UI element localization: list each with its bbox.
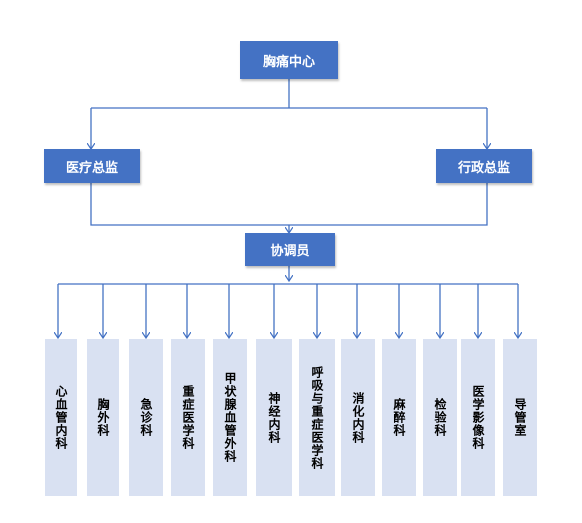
coordinator-label: 协调员 bbox=[270, 244, 310, 259]
department-box: 麻醉科 bbox=[382, 339, 416, 496]
medical-director-box: 医疗总监 bbox=[44, 149, 140, 183]
department-box: 神经内科 bbox=[256, 339, 292, 496]
department-box: 消化内科 bbox=[341, 339, 375, 496]
chest-pain-center-label: 胸痛中心 bbox=[262, 54, 315, 70]
department-box: 检验科 bbox=[423, 339, 457, 496]
department-label: 医学影像科 bbox=[471, 385, 485, 450]
administrative-director-box: 行政总监 bbox=[436, 149, 532, 183]
department-label: 心血管内科 bbox=[54, 385, 68, 450]
department-label: 麻醉科 bbox=[392, 398, 406, 437]
connector-directors-join bbox=[90, 183, 488, 226]
department-box: 甲状腺血管外科 bbox=[213, 339, 247, 496]
department-box: 导管室 bbox=[503, 339, 537, 496]
medical-director-label: 医疗总监 bbox=[65, 160, 118, 176]
administrative-director-label: 行政总监 bbox=[457, 160, 510, 176]
department-box: 医学影像科 bbox=[461, 339, 495, 496]
department-label: 导管室 bbox=[513, 398, 527, 437]
chest-pain-center-box: 胸痛中心 bbox=[240, 41, 338, 79]
department-box: 胸外科 bbox=[87, 339, 119, 496]
department-label: 检验科 bbox=[433, 398, 447, 437]
department-label: 神经内科 bbox=[267, 391, 281, 444]
department-label: 急诊科 bbox=[139, 398, 153, 437]
coordinator-box: 协调员 bbox=[245, 233, 335, 266]
department-box: 呼吸与重症医学科 bbox=[299, 339, 335, 496]
department-label: 重症医学科 bbox=[181, 385, 195, 450]
department-box: 重症医学科 bbox=[171, 339, 205, 496]
department-box: 急诊科 bbox=[129, 339, 163, 496]
department-label: 胸外科 bbox=[96, 398, 110, 437]
department-label: 呼吸与重症医学科 bbox=[310, 365, 324, 470]
department-label: 甲状腺血管外科 bbox=[223, 372, 237, 463]
department-label: 消化内科 bbox=[351, 391, 365, 444]
department-box: 心血管内科 bbox=[45, 339, 77, 496]
